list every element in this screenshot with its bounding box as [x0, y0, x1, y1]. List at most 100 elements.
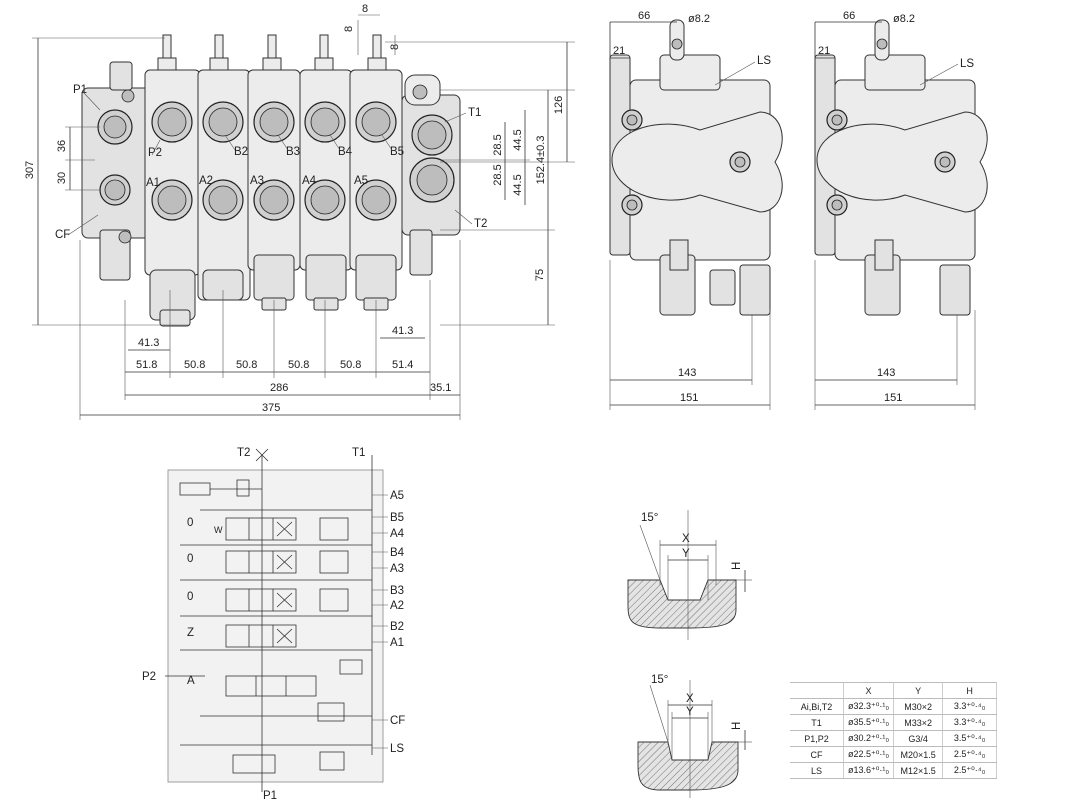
sch-port-a4: A4 [390, 528, 405, 540]
spool-section-3 [247, 69, 301, 271]
hydraulic-schematic: T2 T1 P1 P2 [142, 447, 405, 800]
table-cell: 3.5⁺⁰·⁴₀ [942, 730, 998, 747]
detail2-angle: 15° [651, 674, 668, 686]
table-header: H [942, 682, 998, 699]
side1-dim-dia: ø8.2 [688, 13, 710, 25]
side2-dim-66: 66 [843, 10, 855, 22]
port-label-b5: B5 [390, 146, 404, 158]
spool-caps [99, 61, 433, 327]
sch-label-t2: T2 [237, 447, 250, 459]
side1-dim-66: 66 [638, 10, 650, 22]
sch-port-a3: A3 [390, 563, 404, 575]
table-cell: ø22.5⁺⁰·¹₀ [843, 746, 895, 763]
table-cell: T1 [790, 714, 844, 731]
dim-pitch-3: 50.8 [236, 359, 257, 371]
port-label-b3: B3 [286, 146, 300, 158]
dim-413-right: 41.3 [392, 325, 413, 337]
front-view: P1 P2 CF T1 T2 B2 B3 B4 B5 A1 A2 A3 A4 A… [24, 3, 575, 420]
front-dimensions: 307 36 30 8 8 8 126 152.4±0.3 28.5 28. [24, 3, 575, 420]
thread-detail-1: 15° X Y H [627, 510, 752, 640]
detail2-y: Y [686, 706, 694, 718]
port-label-a3: A3 [250, 175, 264, 187]
detail2-h: H [731, 722, 743, 730]
dim-1524: 152.4±0.3 [535, 136, 547, 185]
dim-286: 286 [270, 382, 288, 394]
dim-75: 75 [534, 269, 546, 281]
table-cell: M30×2 [893, 698, 944, 715]
sch-mark-1: 0 [187, 517, 193, 529]
dim-445a: 44.5 [512, 129, 524, 150]
dim-pitch-6: 51.4 [392, 359, 413, 371]
sch-port-ls: LS [390, 743, 404, 755]
thread-spec-table: X Y H Ai,Bi,T2 ø32.3⁺⁰·¹₀ M30×2 3.3⁺⁰·⁴₀… [790, 682, 998, 779]
spool-section-1 [144, 69, 201, 276]
sch-label-t1: T1 [352, 447, 365, 459]
table-cell: ø35.5⁺⁰·¹₀ [843, 714, 895, 731]
sch-port-a2: A2 [390, 600, 404, 612]
dim-413-left: 41.3 [138, 337, 159, 349]
table-cell: M20×1.5 [893, 746, 944, 763]
detail1-h: H [731, 562, 743, 570]
sch-port-b3: B3 [390, 585, 404, 597]
port-label-a4: A4 [302, 175, 317, 187]
table-row: CF ø22.5⁺⁰·¹₀ M20×1.5 2.5⁺⁰·⁴₀ [790, 746, 998, 763]
side2-dim-dia: ø8.2 [893, 13, 915, 25]
spool-stems [157, 34, 387, 71]
dim-pitch-1: 51.8 [136, 359, 157, 371]
table-cell: 3.3⁺⁰·⁴₀ [942, 714, 998, 731]
sch-port-b4: B4 [390, 547, 405, 559]
side1-dim-21: 21 [613, 45, 625, 57]
dim-285b: 28.5 [492, 164, 504, 185]
port-label-a2: A2 [199, 175, 213, 187]
table-cell: P1,P2 [790, 730, 844, 747]
spool-section-4 [299, 69, 353, 271]
table-cell: ø13.6⁺⁰·¹₀ [843, 762, 895, 779]
side1-dim-151: 151 [680, 392, 698, 404]
port-label-cf: CF [55, 229, 70, 241]
side1-ls-label: LS [757, 55, 771, 67]
sch-port-a5: A5 [390, 490, 404, 502]
table-cell: CF [790, 746, 844, 763]
table-cell: 3.3⁺⁰·⁴₀ [942, 698, 998, 715]
table-row: P1,P2 ø30.2⁺⁰·¹₀ G3/4 3.5⁺⁰·⁴₀ [790, 730, 998, 747]
port-label-b4: B4 [338, 146, 353, 158]
dim-top-8: 8 [362, 3, 368, 15]
port-label-a1: A1 [146, 177, 160, 189]
side2-ls-label: LS [960, 58, 974, 70]
dim-30: 30 [56, 172, 68, 184]
sch-port-b5: B5 [390, 512, 404, 524]
sch-spring-w: W [214, 525, 223, 535]
sch-mark-4: Z [187, 627, 194, 639]
sch-mark-3: 0 [187, 591, 193, 603]
spool-symbols [180, 509, 372, 774]
table-cell: M12×1.5 [893, 762, 944, 779]
table-cell: M33×2 [893, 714, 944, 731]
sch-label-p2: P2 [142, 671, 156, 683]
dim-307: 307 [24, 161, 36, 179]
side-2-cover [816, 111, 988, 213]
side1-dim-143: 143 [678, 367, 696, 379]
detail1-angle: 15° [641, 512, 658, 524]
table-row: Ai,Bi,T2 ø32.3⁺⁰·¹₀ M30×2 3.3⁺⁰·⁴₀ [790, 698, 998, 715]
table-header-row: X Y H [790, 682, 998, 699]
detail2-x: X [686, 693, 694, 705]
sch-port-b2: B2 [390, 621, 404, 633]
dim-445b: 44.5 [512, 174, 524, 195]
sch-mark-2: 0 [187, 553, 193, 565]
thread-detail-2: 15° X Y H [637, 674, 752, 798]
table-row: LS ø13.6⁺⁰·¹₀ M12×1.5 2.5⁺⁰·⁴₀ [790, 762, 998, 779]
side2-dim-21: 21 [818, 45, 830, 57]
table-cell: G3/4 [893, 730, 944, 747]
detail1-x: X [682, 533, 690, 545]
dim-pitch-2: 50.8 [184, 359, 205, 371]
port-label-b2: B2 [234, 146, 248, 158]
table-cell: 2.5⁺⁰·⁴₀ [942, 762, 998, 779]
table-header: X [843, 682, 895, 699]
side-view-2: 66 ø8.2 21 LS 143 151 [814, 10, 988, 410]
dim-126: 126 [553, 96, 565, 114]
sch-label-p1: P1 [263, 790, 277, 800]
dim-pitch-4: 50.8 [288, 359, 309, 371]
port-label-t1: T1 [468, 107, 481, 119]
dim-285a: 28.5 [492, 134, 504, 155]
side-view-1: 66 ø8.2 21 LS 143 151 [609, 10, 783, 410]
